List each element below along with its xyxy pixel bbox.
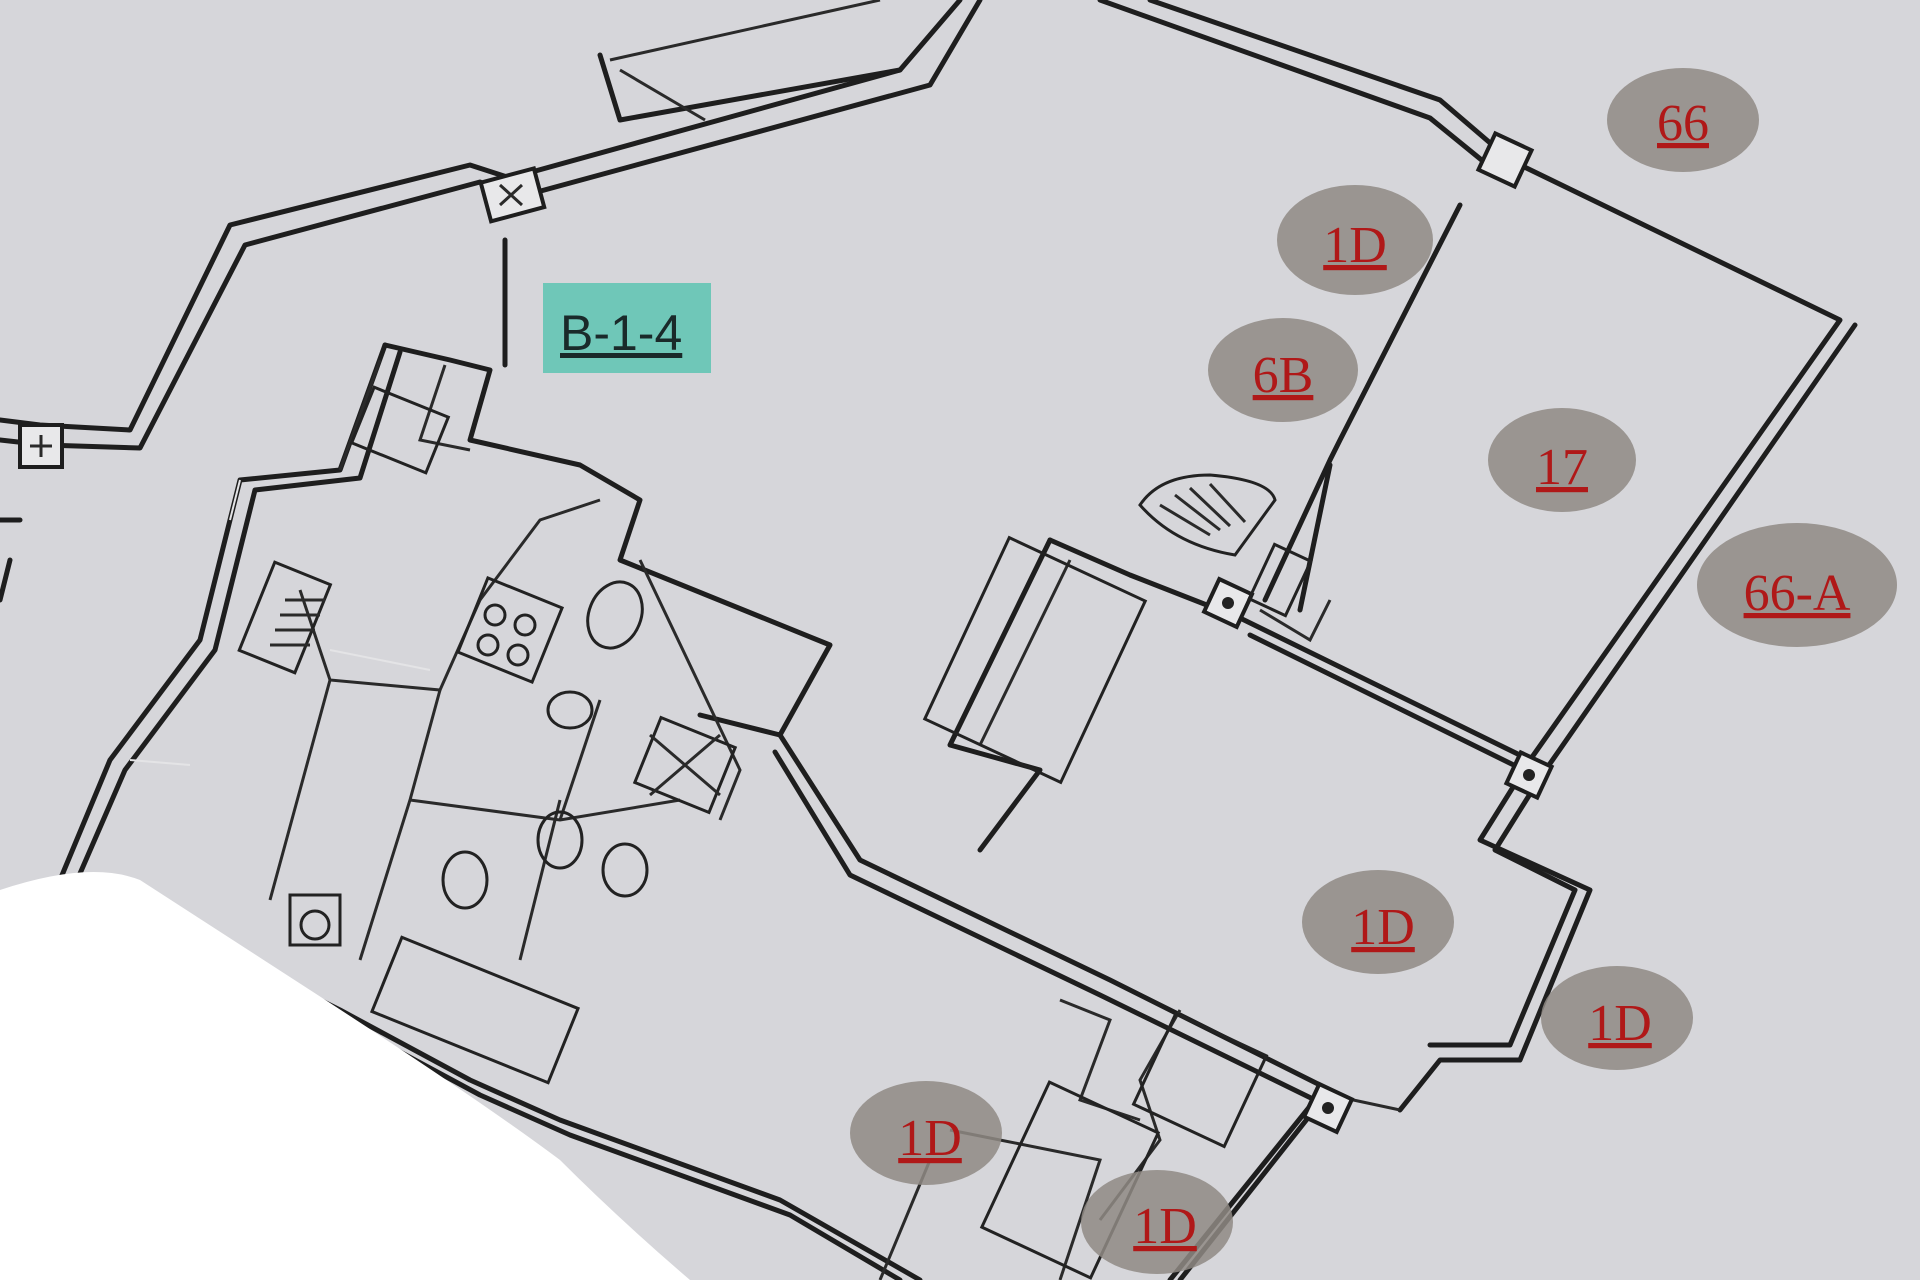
tag-1d-bottom: 1D: [1081, 1170, 1233, 1274]
cabinet-icon: [1247, 542, 1313, 618]
cabinet-icon: [349, 385, 451, 475]
tag-1d-mid: 1D: [1302, 870, 1454, 974]
tag-66a-text: 66-A: [1744, 565, 1851, 622]
tag-17: 17: [1488, 408, 1636, 512]
tag-6b: 6B: [1208, 318, 1358, 422]
toilet-icon: [536, 810, 584, 870]
shower-icon: [632, 715, 738, 815]
tag-bubbles: 66 1D 6B 17 66-A 1D 1D 1D: [850, 68, 1897, 1274]
tag-1d-bottom-left: 1D: [850, 1081, 1002, 1185]
toilet-icon: [586, 580, 644, 650]
sink-icon: [546, 690, 594, 730]
redaction-patch: [0, 872, 690, 1280]
unit-label: B-1-4: [543, 283, 711, 373]
tag-1d-right-text: 1D: [1588, 995, 1652, 1052]
stair-icon: [1138, 473, 1277, 557]
tag-1d-top: 1D: [1277, 185, 1433, 295]
cabinet-icon: [922, 535, 1148, 785]
unit-label-box: [543, 283, 711, 373]
sink-icon: [441, 850, 489, 910]
toilet-icon: [601, 842, 649, 898]
tag-66-text: 66: [1657, 95, 1709, 152]
tag-1d-right: 1D: [1541, 966, 1693, 1070]
bathtub-icon: [369, 935, 581, 1085]
tag-66a: 66-A: [1697, 523, 1897, 647]
tag-17-text: 17: [1536, 439, 1588, 496]
tag-6b-text: 6B: [1253, 347, 1314, 404]
stove-icon: [455, 575, 565, 685]
stair-icon: [237, 560, 333, 675]
tag-1d-bottom-left-text: 1D: [898, 1110, 962, 1167]
tag-1d-bottom-text: 1D: [1133, 1198, 1197, 1255]
tag-1d-mid-text: 1D: [1351, 899, 1415, 956]
corridor-walls: [0, 0, 983, 603]
tag-1d-top-text: 1D: [1323, 217, 1387, 274]
fixtures: [129, 385, 1313, 1280]
unit-label-text: B-1-4: [560, 305, 682, 361]
cabinet-icon: [1131, 1011, 1269, 1149]
washer-icon: [288, 893, 342, 947]
tag-66: 66: [1607, 68, 1759, 172]
column-marker: [1475, 130, 1535, 190]
